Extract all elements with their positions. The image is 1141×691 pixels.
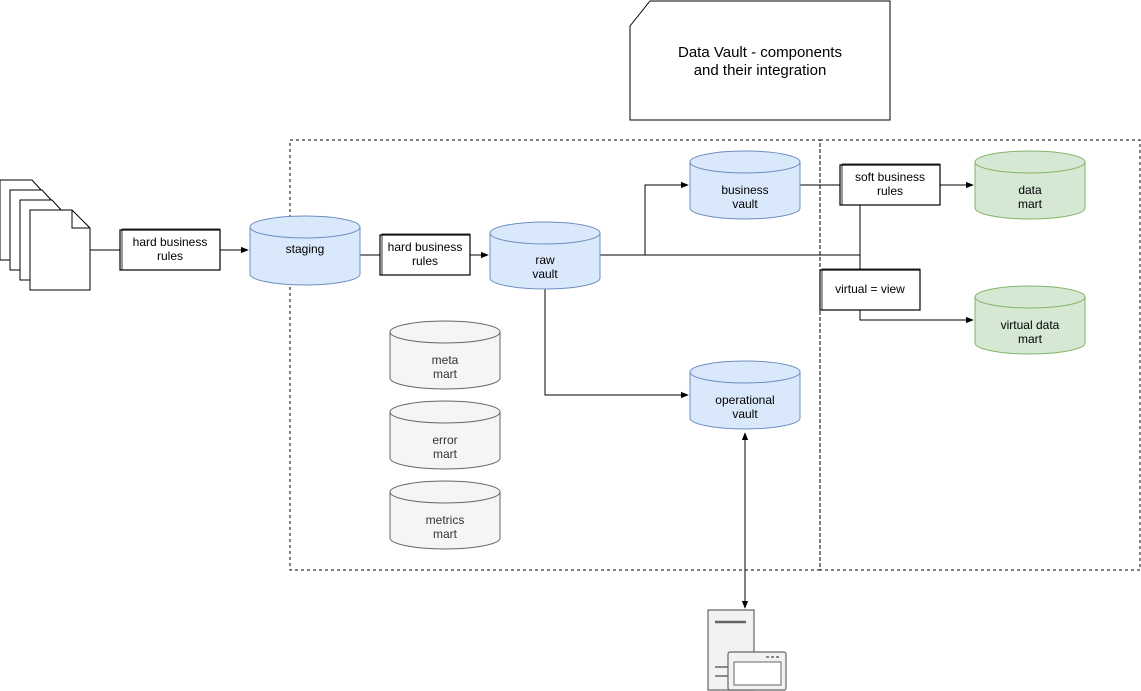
raw-vault-cylinder: raw vault xyxy=(489,221,601,290)
title-note: Data Vault - components and their integr… xyxy=(629,0,891,121)
hard-rules-box-2: hard business rules xyxy=(379,233,471,276)
operational-vault-line-2: vault xyxy=(732,407,758,421)
metrics-mart-cylinder: metrics mart xyxy=(389,480,501,550)
raw-vault-line-2: vault xyxy=(532,267,558,281)
metrics-mart-line-1: metrics xyxy=(426,513,465,527)
staging-cylinder: staging xyxy=(249,215,361,286)
soft-rules-line-1: soft business xyxy=(855,170,925,184)
server-application-icon xyxy=(707,609,787,691)
error-mart-line-2: mart xyxy=(433,447,458,461)
meta-mart-line-2: mart xyxy=(433,367,458,381)
meta-mart-line-1: meta xyxy=(432,353,459,367)
business-vault-line-2: vault xyxy=(732,197,758,211)
business-vault-line-1: business xyxy=(721,183,768,197)
virtual-view-box: virtual = view xyxy=(819,268,921,311)
staging-label: staging xyxy=(286,242,325,256)
business-vault-cylinder: business vault xyxy=(689,150,801,220)
metrics-mart-line-2: mart xyxy=(433,527,458,541)
soft-rules-box: soft business rules xyxy=(839,163,941,206)
hard-rules-2-line-1: hard business xyxy=(388,240,463,254)
operational-vault-line-1: operational xyxy=(715,393,774,407)
delivery-zone xyxy=(819,139,1141,571)
virtual-data-mart-line-2: mart xyxy=(1018,332,1043,346)
virtual-data-mart-line-1: virtual data xyxy=(1001,318,1060,332)
error-mart-cylinder: error mart xyxy=(389,400,501,470)
hard-rules-1-line-1: hard business xyxy=(133,235,208,249)
data-mart-line-2: mart xyxy=(1018,197,1043,211)
hard-rules-2-line-2: rules xyxy=(412,254,438,268)
error-mart-line-1: error xyxy=(432,433,457,447)
raw-vault-line-1: raw xyxy=(535,253,555,267)
title-line-1: Data Vault - components xyxy=(678,44,842,61)
meta-mart-cylinder: meta mart xyxy=(389,320,501,390)
virtual-data-mart-cylinder: virtual data mart xyxy=(974,285,1086,355)
connectors xyxy=(90,181,974,609)
hard-rules-1-line-2: rules xyxy=(157,249,183,263)
title-line-2: and their integration xyxy=(694,62,827,79)
hard-rules-box-1: hard business rules xyxy=(119,228,221,271)
documents-stack-icon xyxy=(0,179,91,291)
virtual-view-label: virtual = view xyxy=(835,282,905,296)
operational-vault-cylinder: operational vault xyxy=(689,360,801,430)
data-mart-line-1: data xyxy=(1018,183,1042,197)
soft-rules-line-2: rules xyxy=(877,184,903,198)
data-mart-cylinder: data mart xyxy=(974,150,1086,220)
